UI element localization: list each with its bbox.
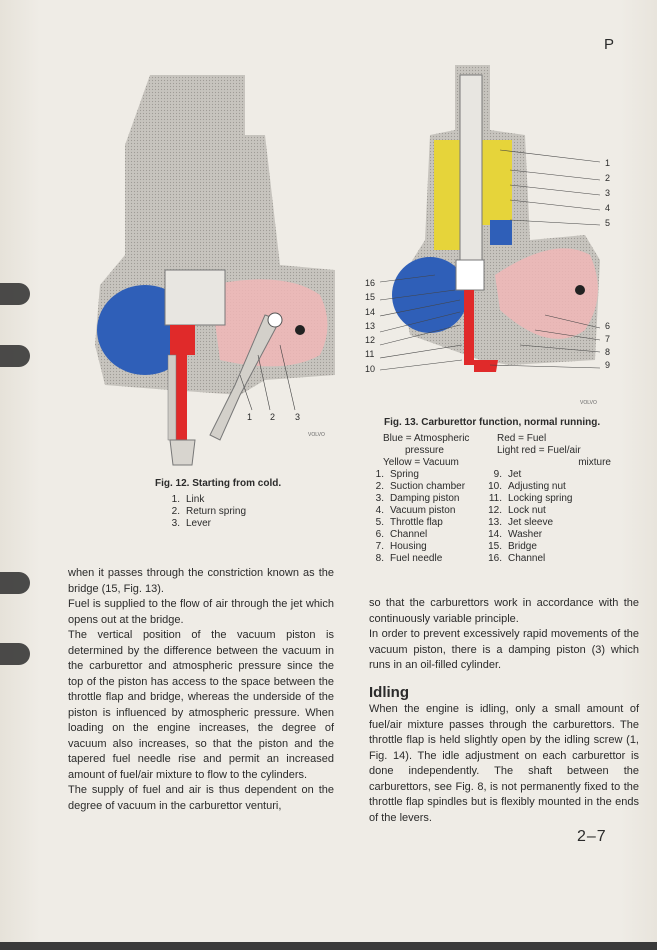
legend-lightred: Light red = Fuel/air — [497, 445, 581, 456]
jet-nut — [169, 439, 196, 466]
fig13-key-item: 6.Channel — [375, 529, 428, 540]
suction-chamber-left — [434, 140, 460, 250]
fig12-title: Fig. 12. Starting from cold. — [155, 478, 282, 489]
fig12-callout: 2 — [270, 412, 276, 422]
fig13-key-item: 2.Suction chamber — [375, 481, 466, 492]
idling-heading: Idling — [369, 684, 409, 701]
atmospheric-chamber — [392, 257, 468, 333]
fig13-key-item: 12.Lock nut — [488, 505, 546, 516]
fuel-jet — [173, 355, 187, 440]
throttle-spindle — [575, 285, 585, 295]
fig13-key-item: 15.Bridge — [488, 541, 537, 552]
legend-blue-cont: pressure — [405, 445, 444, 456]
bridge — [455, 259, 485, 291]
fig13-legend-right: Red = Fuel Light red = Fuel/air mixture — [497, 433, 617, 469]
fig13-key-left: 1.Spring 2.Suction chamber 3.Damping pis… — [370, 469, 465, 565]
legend-lightred-cont: mixture — [578, 457, 611, 468]
jet-housing — [167, 354, 177, 441]
lever-pivot — [267, 312, 283, 328]
binder-hole — [0, 643, 30, 665]
legend-red: Red = Fuel — [497, 433, 547, 444]
fig12-illustration — [95, 75, 335, 466]
idling-text: When the engine is idling, only a small … — [369, 703, 639, 824]
fig13-key-item: 11.Locking spring — [488, 493, 573, 504]
fig12-key-item: 1.Link — [171, 494, 205, 505]
fuel-passage — [170, 325, 195, 355]
damping-rod — [459, 74, 483, 276]
page-letter: P — [604, 36, 615, 53]
fig13-right-callouts: 1 2 3 4 5 — [605, 158, 611, 228]
callout-leader — [239, 374, 253, 411]
fig13-key-item: 5.Throttle flap — [375, 517, 443, 528]
callout-leaders — [379, 149, 601, 371]
volvo-logo: VOLVO — [308, 432, 325, 438]
legend-blue: Blue = Atmospheric — [383, 433, 470, 444]
fuel-jet — [464, 290, 474, 365]
binder-hole — [0, 572, 30, 594]
fig13-right-callouts-lower: 6 7 8 9 — [605, 321, 611, 370]
fig13-legend-left: Blue = Atmospheric pressure Yellow = Vac… — [383, 433, 483, 469]
left-column-text: when it passes through the constriction … — [68, 567, 334, 812]
fig13-key-item: 3.Damping piston — [375, 493, 460, 504]
fig13-key-item: 7.Housing — [375, 541, 427, 552]
page-bottom-edge — [0, 942, 657, 950]
fig13-key-item: 9.Jet — [493, 469, 522, 480]
callout-leader — [257, 354, 271, 411]
callout-leader — [279, 344, 296, 411]
fig12-callout: 1 — [247, 412, 253, 422]
fig12-callout: 3 — [295, 412, 301, 422]
fuel-outlet — [474, 360, 498, 372]
fig12-key-item: 3.Lever — [171, 518, 212, 529]
page-number: 2–7 — [577, 828, 607, 845]
fig13-left-callouts: 16 15 14 13 12 11 10 — [365, 278, 376, 374]
fig13-key-item: 16.Channel — [488, 553, 546, 564]
fig13-title: Fig. 13. Carburettor function, normal ru… — [384, 417, 601, 428]
fig13-key-right: 9.Jet 10.Adjusting nut 11.Locking spring… — [476, 469, 572, 565]
fig13-key-item: 13.Jet sleeve — [488, 517, 554, 528]
fig13-key-item: 14.Washer — [488, 529, 543, 540]
binder-hole — [0, 283, 30, 305]
fig12-key-item: 2.Return spring — [171, 506, 247, 517]
piston-underside — [490, 220, 512, 245]
suction-chamber-right — [482, 140, 512, 225]
float-bowl-top — [164, 269, 226, 326]
mixture-region — [495, 248, 598, 339]
fig13-key-item: 8.Fuel needle — [375, 553, 443, 564]
fig13-illustration — [379, 65, 601, 372]
right-column-intro: so that the carburettors work in accorda… — [369, 597, 639, 671]
fig13-key-item: 4.Vacuum piston — [375, 505, 456, 516]
fig13-key-item: 1.Spring — [375, 469, 419, 480]
fig12-key: 1.Link 2.Return spring 3.Lever — [166, 494, 246, 530]
fig13-key-item: 10.Adjusting nut — [488, 481, 566, 492]
legend-yellow: Yellow = Vacuum — [383, 457, 459, 468]
binder-hole — [0, 345, 30, 367]
throttle-spindle — [295, 325, 305, 335]
volvo-logo: VOLVO — [580, 400, 597, 406]
